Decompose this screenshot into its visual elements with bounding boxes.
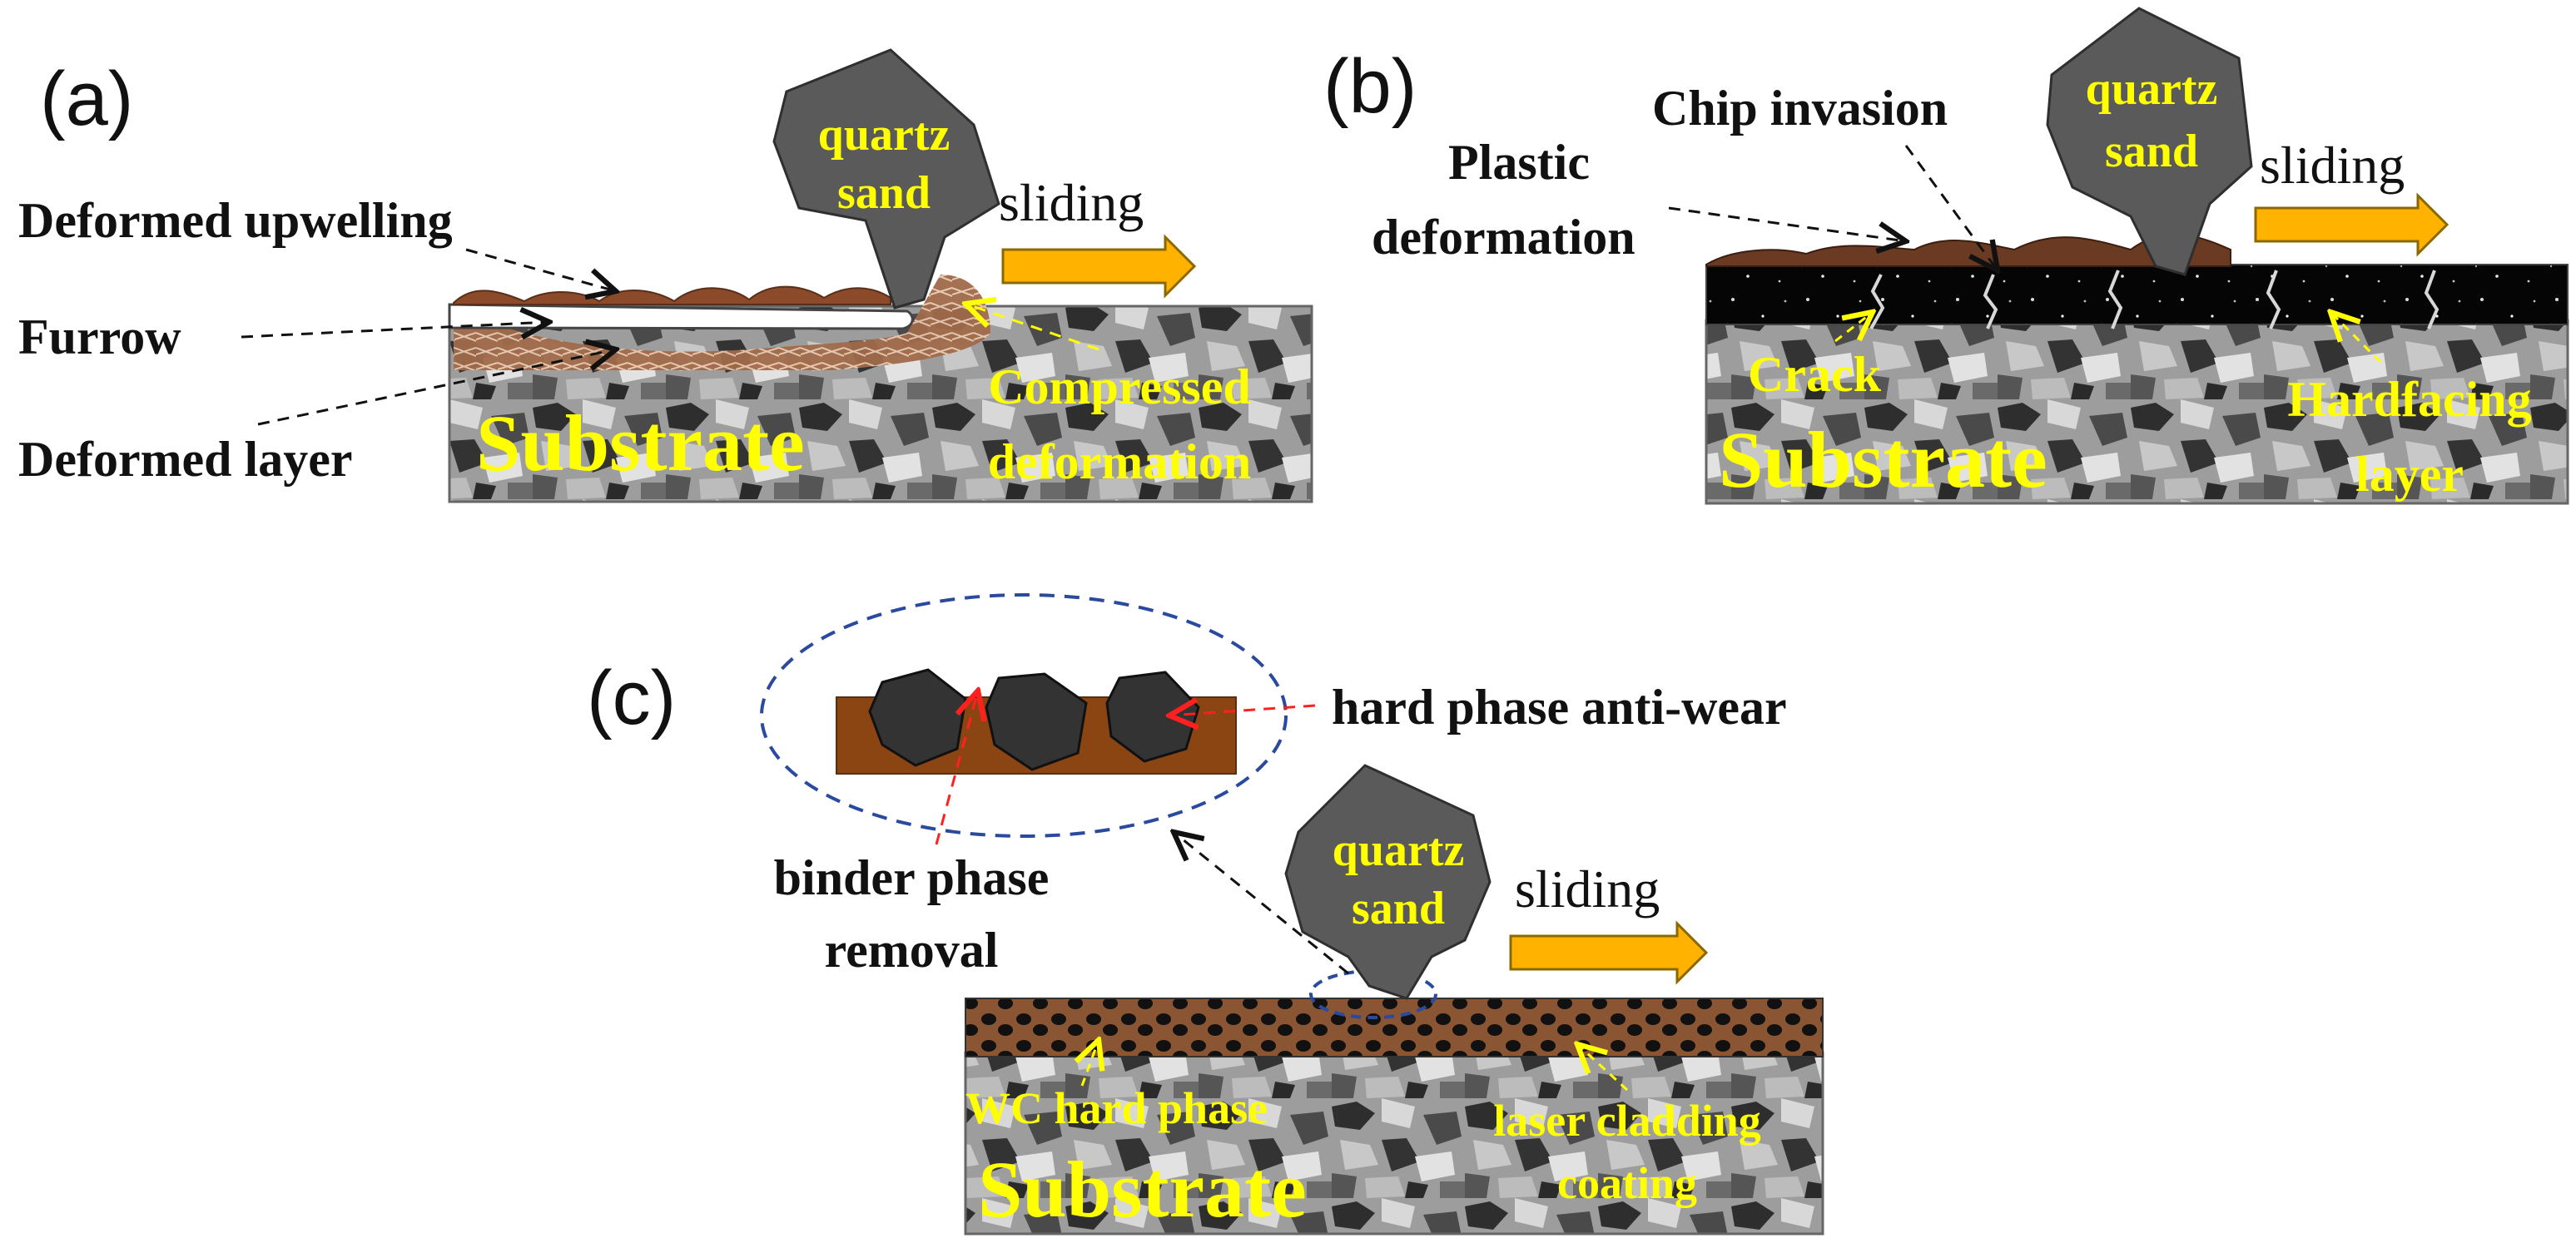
panel-b-hardfacing-label-2: layer bbox=[2355, 447, 2464, 502]
panel-b-crack-2 bbox=[1983, 274, 1998, 329]
panel-c-hard-particle-1 bbox=[868, 668, 967, 767]
panel-a-upwelling-leader bbox=[465, 248, 616, 291]
panel-b-chip-leader bbox=[1904, 145, 1998, 270]
panel-a-sliding-arrow bbox=[1001, 234, 1197, 299]
panel-b-hardfacing-label-1: Hardfacing bbox=[2287, 372, 2531, 427]
panel-a-substrate-label: Substrate bbox=[476, 399, 805, 488]
panel-b-substrate-label: Substrate bbox=[1719, 415, 2047, 504]
panel-a-upwelling bbox=[453, 285, 891, 305]
panel-a-sliding-label: sliding bbox=[999, 173, 1144, 232]
panel-b-crack-5 bbox=[2424, 270, 2440, 329]
panel-a-deformed-upwelling-label: Deformed upwelling bbox=[18, 193, 453, 248]
panel-b-crack-leader bbox=[1834, 312, 1873, 343]
panel-a-deformed-layer-label: Deformed layer bbox=[18, 432, 352, 487]
panel-c-sand-label-2: sand bbox=[1352, 883, 1445, 934]
panel-a-compressed-label-2: deformation bbox=[988, 434, 1252, 489]
panel-b-sliding-label: sliding bbox=[2260, 136, 2405, 195]
panel-c-hard-particle-2 bbox=[985, 672, 1088, 771]
panel-c-quartz-sand bbox=[1284, 764, 1491, 1000]
panel-c-hard-particle-3 bbox=[1105, 671, 1200, 763]
panel-b-hardfacing-layer bbox=[1705, 264, 2569, 325]
panel-c-zoom-leader bbox=[1174, 832, 1349, 975]
panel-c-laser-label-1: laser cladding bbox=[1493, 1096, 1761, 1146]
panel-b-sliding-arrow bbox=[2254, 192, 2449, 257]
panel-c-laser-leader bbox=[1577, 1044, 1629, 1092]
panel-c-letter: (c) bbox=[587, 656, 676, 740]
panel-c-sliding-arrow bbox=[1509, 920, 1709, 985]
panel-b-chip-invasion-label: Chip invasion bbox=[1652, 81, 1948, 136]
panel-c-substrate-label: Substrate bbox=[978, 1145, 1307, 1234]
panel-a: (a) quartz sand sliding Deformed upwelli… bbox=[18, 48, 1313, 503]
panel-b-substrate bbox=[1705, 319, 2569, 505]
panel-c-binder-label-1: binder phase bbox=[774, 850, 1050, 905]
panel-c-binder-leader bbox=[935, 691, 978, 845]
panel-c-laser-label-2: coating bbox=[1557, 1158, 1697, 1208]
panel-c-wc-label: WC hard phase bbox=[965, 1083, 1268, 1133]
panel-b-crack-4 bbox=[2266, 270, 2281, 329]
panel-b-sand-label-2: sand bbox=[2105, 126, 2198, 177]
panel-b-plastic-leader bbox=[1668, 206, 1906, 241]
panel-b-crack-label: Crack bbox=[1748, 347, 1882, 402]
panel-b-letter: (b) bbox=[1323, 44, 1417, 129]
panel-c-contact-ellipse bbox=[1309, 969, 1437, 1019]
panel-a-furrow-label: Furrow bbox=[18, 310, 181, 364]
panel-b-plastic-label-2: deformation bbox=[1372, 210, 1635, 265]
panel-c-sand-label-1: quartz bbox=[1333, 825, 1465, 876]
panel-c-hard-phase-leader bbox=[1169, 706, 1316, 716]
panel-b-crack-3 bbox=[2107, 270, 2123, 329]
panel-a-sand-label-2: sand bbox=[837, 167, 931, 219]
panel-a-compressed-label-1: Compressed bbox=[988, 359, 1251, 414]
panel-c-hard-phase-label: hard phase anti-wear bbox=[1332, 680, 1787, 735]
panel-a-sand-label-1: quartz bbox=[818, 109, 950, 161]
panel-c-cladding-coating bbox=[965, 998, 1824, 1057]
panel-b: (b) quartz sand sliding Chip invasion Pl… bbox=[1323, 7, 2569, 505]
panel-a-layer-leader bbox=[257, 349, 616, 426]
panel-c: (c) hard phase anti-wear binder phase re… bbox=[587, 593, 1824, 1236]
panel-a-letter: (a) bbox=[40, 57, 133, 141]
panel-c-inset-ellipse bbox=[760, 593, 1288, 838]
panel-a-furrow bbox=[448, 303, 914, 330]
panel-b-plastic-label-1: Plastic bbox=[1448, 135, 1590, 190]
panel-c-binder-label-2: removal bbox=[825, 923, 999, 978]
panel-a-furrow-leader bbox=[241, 322, 549, 337]
panel-a-quartz-sand bbox=[772, 48, 1000, 310]
panel-b-hardfacing-leader bbox=[2330, 312, 2382, 364]
panel-c-substrate bbox=[964, 1051, 1824, 1236]
panel-b-quartz-sand bbox=[2046, 7, 2253, 276]
panel-a-compressed-leader bbox=[965, 304, 1099, 351]
panel-c-sliding-label: sliding bbox=[1515, 859, 1660, 919]
panel-b-sand-label-1: quartz bbox=[2086, 63, 2218, 115]
panel-c-wc-leader bbox=[1082, 1040, 1099, 1087]
